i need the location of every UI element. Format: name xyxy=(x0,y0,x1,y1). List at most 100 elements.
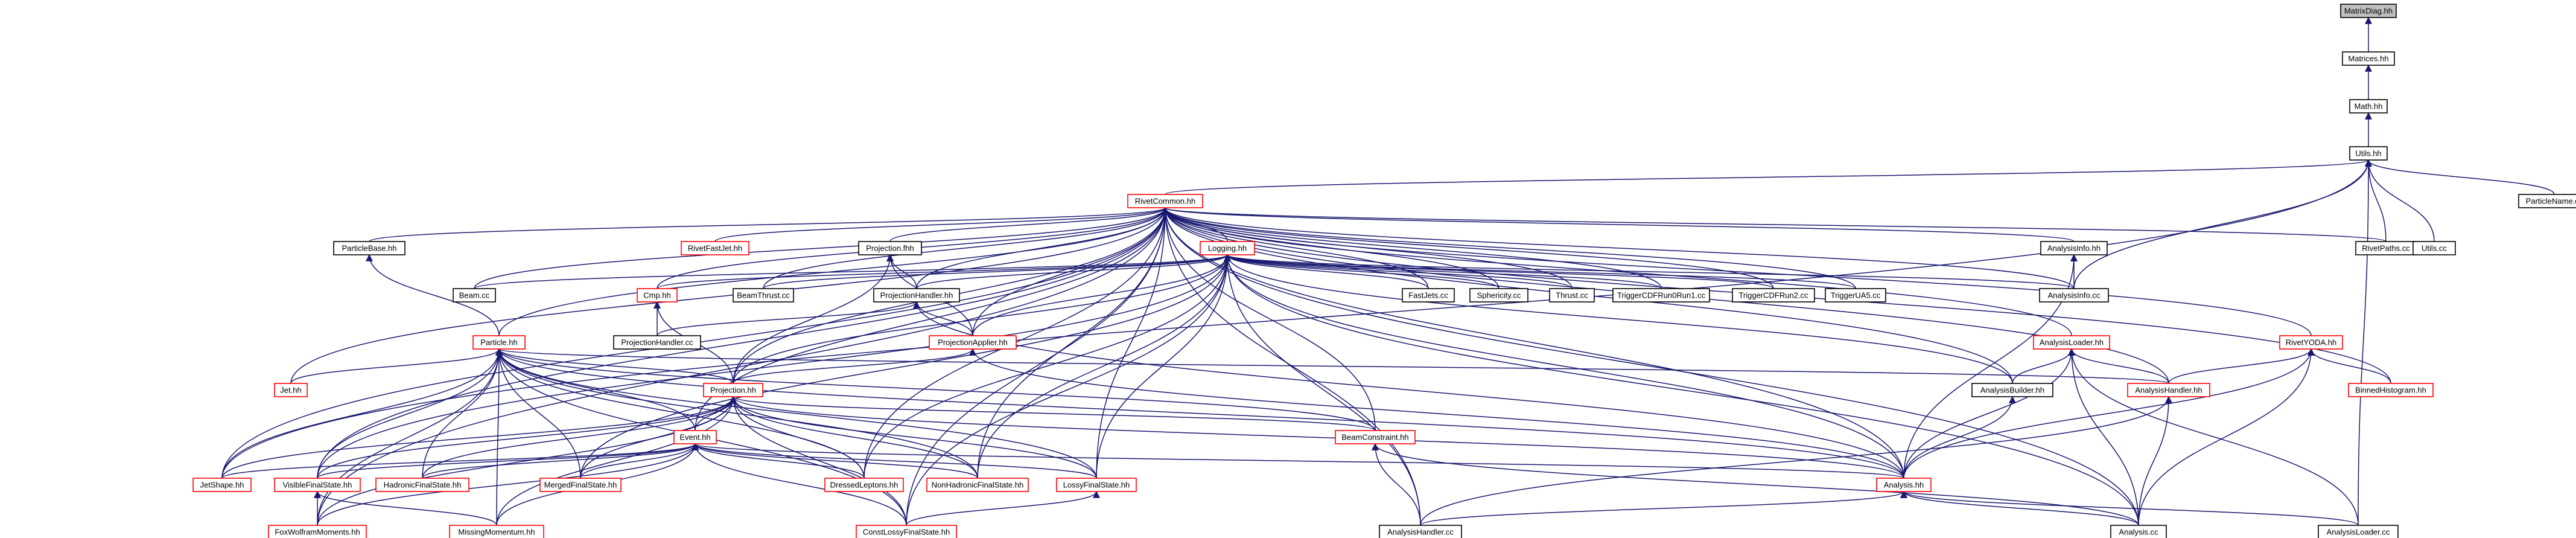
edge-analysishh-to-rivetcommon xyxy=(1162,207,1904,479)
node-hadronicfs[interactable]: HadronicFinalState.hh xyxy=(375,478,469,492)
edge-cdfrun1-to-logging xyxy=(1224,254,1662,289)
node-particle[interactable]: Particle.hh xyxy=(472,335,526,350)
node-triggerua5[interactable]: TriggerUA5.cc xyxy=(1825,288,1886,303)
node-box-cmp xyxy=(637,288,678,303)
node-cdfrun2[interactable]: TriggerCDFRun2.cc xyxy=(1732,288,1815,303)
edge-lossyfs-to-logging xyxy=(1096,254,1231,479)
node-box-cdfrun2 xyxy=(1732,288,1815,303)
edge-constlossyfs-to-lossyfs xyxy=(906,490,1100,526)
node-label-rivetcommon: RivetCommon.hh xyxy=(1135,197,1195,206)
node-projectionhandlercc[interactable]: ProjectionHandler.cc xyxy=(613,335,701,350)
node-constlossyfs[interactable]: ConstLossyFinalState.hh xyxy=(856,525,957,538)
node-math[interactable]: Math.hh xyxy=(2349,99,2388,114)
node-rivetpaths[interactable]: RivetPaths.cc xyxy=(2355,241,2417,255)
node-matrices[interactable]: Matrices.hh xyxy=(2342,51,2395,66)
node-label-jet: Jet.hh xyxy=(280,386,301,395)
node-box-nonhadronicfs xyxy=(926,478,1029,492)
edge-analysisloadercc-to-analysisloaderhh xyxy=(2068,348,2359,526)
node-beamthrust[interactable]: BeamThrust.cc xyxy=(733,288,794,303)
node-utils[interactable]: Utils.hh xyxy=(2349,146,2388,161)
node-label-thrust: Thrust.cc xyxy=(1556,291,1588,300)
node-mergedfs[interactable]: MergedFinalState.hh xyxy=(539,478,622,492)
node-label-jetshape: JetShape.hh xyxy=(200,481,244,490)
node-box-rivetfastjet xyxy=(681,241,749,255)
node-cmp[interactable]: Cmp.hh xyxy=(637,288,678,303)
node-box-rivetyoda xyxy=(2279,335,2343,350)
node-analysisbuilder[interactable]: AnalysisBuilder.hh xyxy=(1971,383,2053,397)
node-label-analysisbuilder: AnalysisBuilder.hh xyxy=(1980,386,2044,395)
node-label-foxwolfram: FoxWolframMoments.hh xyxy=(275,528,360,537)
node-analysisinfocc[interactable]: AnalysisInfo.cc xyxy=(2039,288,2109,303)
node-logging[interactable]: Logging.hh xyxy=(1200,241,1255,255)
node-particlebase[interactable]: ParticleBase.hh xyxy=(333,241,405,255)
node-event[interactable]: Event.hh xyxy=(673,430,717,444)
node-projectionhh[interactable]: Projection.hh xyxy=(703,383,763,397)
node-label-analysisloadercc: AnalysisLoader.cc xyxy=(2327,528,2390,537)
edge-beamcc-to-logging xyxy=(474,254,1231,289)
edge-projectionfhh-to-rivetcommon xyxy=(889,207,1169,242)
node-box-analysishandlerhh xyxy=(2127,383,2210,397)
edge-nonhadronicfs-to-event xyxy=(692,443,978,479)
node-sphericity[interactable]: Sphericity.cc xyxy=(1469,288,1528,303)
node-analysisloadercc[interactable]: AnalysisLoader.cc xyxy=(2318,525,2399,538)
node-analysiscc[interactable]: Analysis.cc xyxy=(2110,525,2167,538)
edge-hadronicfs-to-projectionhh xyxy=(422,395,737,479)
node-projectionfhh[interactable]: Projection.fhh xyxy=(858,241,922,255)
node-label-projectionapplier: ProjectionApplier.hh xyxy=(938,338,1008,347)
node-lossyfs[interactable]: LossyFinalState.hh xyxy=(1056,478,1137,492)
node-cdfrun1[interactable]: TriggerCDFRun0Run1.cc xyxy=(1612,288,1710,303)
node-label-beamthrust: BeamThrust.cc xyxy=(737,291,790,300)
node-analysisloaderhh[interactable]: AnalysisLoader.hh xyxy=(2033,335,2110,350)
node-beamcc[interactable]: Beam.cc xyxy=(453,288,496,303)
node-rivetcommon[interactable]: RivetCommon.hh xyxy=(1127,194,1203,208)
node-nonhadronicfs[interactable]: NonHadronicFinalState.hh xyxy=(926,478,1029,492)
node-fastjets[interactable]: FastJets.cc xyxy=(1402,288,1455,303)
node-binnedhistogram[interactable]: BinnedHistogram.hh xyxy=(2348,383,2434,397)
node-label-utils: Utils.hh xyxy=(2355,149,2381,158)
node-box-missingmomentum xyxy=(449,525,544,538)
node-analysishh[interactable]: Analysis.hh xyxy=(1876,478,1932,492)
node-visiblefs[interactable]: VisibleFinalState.hh xyxy=(274,478,361,492)
node-missingmomentum[interactable]: MissingMomentum.hh xyxy=(449,525,544,538)
node-projectionapplier[interactable]: ProjectionApplier.hh xyxy=(929,335,1017,350)
edge-mergedfs-to-logging xyxy=(580,254,1231,479)
node-box-beamcc xyxy=(453,288,496,303)
node-particlename[interactable]: ParticleName.cc xyxy=(2518,194,2576,208)
node-box-beamconstraint xyxy=(1335,430,1416,444)
node-label-matrixdiag: MatrixDiag.hh xyxy=(2344,7,2393,16)
node-dressedleptons[interactable]: DressedLeptons.hh xyxy=(824,478,904,492)
edge-missingmomentum-to-particle xyxy=(495,348,503,526)
node-label-binnedhistogram: BinnedHistogram.hh xyxy=(2355,386,2426,395)
node-rivetyoda[interactable]: RivetYODA.hh xyxy=(2279,335,2343,350)
node-box-particle xyxy=(472,335,526,350)
node-box-utils xyxy=(2349,146,2388,161)
edge-analysishh-to-event xyxy=(692,443,1904,479)
edge-jet-to-rivetcommon xyxy=(290,207,1169,384)
node-foxwolfram[interactable]: FoxWolframMoments.hh xyxy=(268,525,367,538)
node-box-analysisinfocc xyxy=(2039,288,2109,303)
node-analysisinfo[interactable]: AnalysisInfo.hh xyxy=(2040,241,2108,255)
node-box-jet xyxy=(274,383,308,397)
node-box-fastjets xyxy=(1402,288,1455,303)
node-thrust[interactable]: Thrust.cc xyxy=(1549,288,1595,303)
node-label-triggerua5: TriggerUA5.cc xyxy=(1831,291,1881,300)
node-box-logging xyxy=(1200,241,1255,255)
node-label-nonhadronicfs: NonHadronicFinalState.hh xyxy=(932,481,1023,490)
node-label-analysisinfocc: AnalysisInfo.cc xyxy=(2048,291,2101,300)
node-beamconstraint[interactable]: BeamConstraint.hh xyxy=(1335,430,1416,444)
edge-jetshape-to-particle xyxy=(221,348,503,479)
edge-beamcc-to-rivetcommon xyxy=(474,207,1169,289)
node-label-utilscc: Utils.cc xyxy=(2422,244,2447,253)
node-rivetfastjet[interactable]: RivetFastJet.hh xyxy=(681,241,749,255)
node-jetshape[interactable]: JetShape.hh xyxy=(192,478,252,492)
node-analysishandlerhh[interactable]: AnalysisHandler.hh xyxy=(2127,383,2210,397)
node-projectionhandlerhh[interactable]: ProjectionHandler.hh xyxy=(873,288,960,303)
edge-beamconstraint-to-particle xyxy=(495,348,1376,431)
node-utilscc[interactable]: Utils.cc xyxy=(2412,241,2456,255)
node-analysishandlercc[interactable]: AnalysisHandler.cc xyxy=(1379,525,1462,538)
node-box-mergedfs xyxy=(539,478,622,492)
node-jet[interactable]: Jet.hh xyxy=(274,383,308,397)
node-box-projectionfhh xyxy=(858,241,922,255)
edges-layer xyxy=(221,16,2555,526)
edge-analysishh-to-analysisbuilder xyxy=(1903,395,2016,479)
